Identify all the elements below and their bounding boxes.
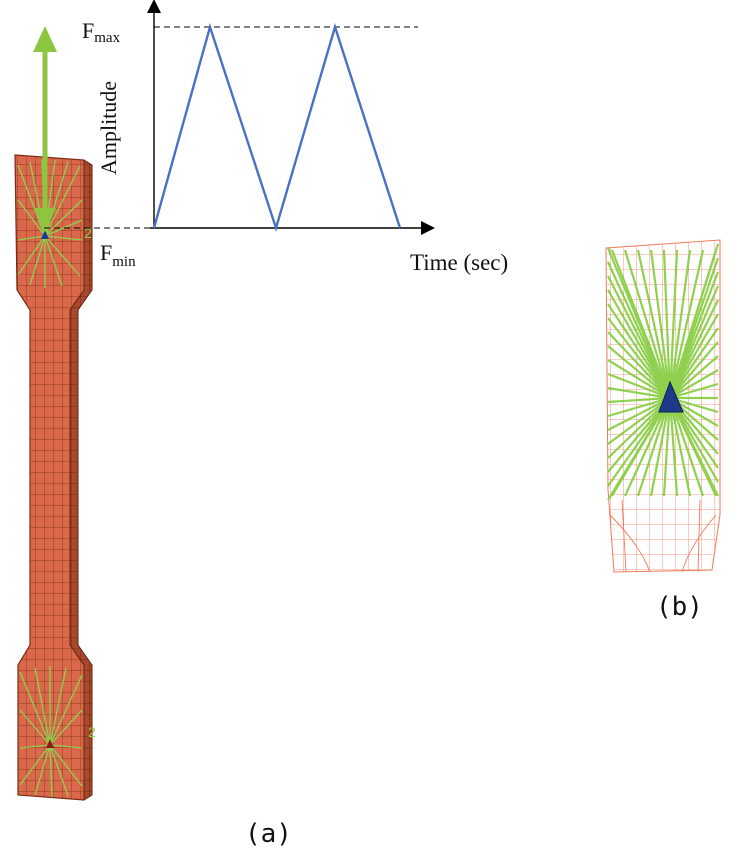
- coupling-ray: [607, 397, 671, 445]
- y-axis-label: Amplitude: [96, 81, 121, 175]
- coupling-ray: [607, 397, 671, 487]
- panel-a-caption: (a): [245, 819, 292, 849]
- coupling-ray: [669, 341, 719, 399]
- coupling-ray: [669, 397, 717, 497]
- coupling-ray: [669, 355, 719, 399]
- coupling-ray: [662, 397, 672, 497]
- coupling-ray: [668, 249, 705, 399]
- coupling-ray: [636, 397, 672, 497]
- coupling-ray: [669, 382, 719, 400]
- coupling-ray: [624, 397, 671, 497]
- coupling-ray: [607, 397, 671, 431]
- coupling-ray: [662, 249, 672, 399]
- coupling-ray: [607, 386, 671, 400]
- coupling-ray: [607, 331, 671, 399]
- triangular-load-waveform: [152, 22, 402, 233]
- coupling-ray: [649, 249, 672, 399]
- coupling-ray: [607, 289, 671, 399]
- grip-detail-wireframe: [605, 239, 721, 573]
- coupling-ray: [607, 397, 671, 459]
- coupling-ray: [623, 249, 672, 399]
- panel-b-caption: (b): [656, 592, 703, 622]
- top-reference-node-icon: [41, 230, 49, 239]
- coupling-ray: [607, 396, 671, 418]
- coupling-ray: [649, 397, 672, 497]
- specimen-front-face: [14, 154, 85, 801]
- coupling-ray: [668, 249, 679, 399]
- coupling-ray: [668, 249, 692, 399]
- coupling-ray: [669, 369, 719, 399]
- coupling-ray: [610, 249, 672, 399]
- coupling-ray: [668, 397, 692, 497]
- specimen-model: 2 2: [14, 26, 96, 801]
- coupling-ray: [607, 317, 671, 399]
- coupling-ray: [669, 313, 719, 399]
- waveform-plot: Fmax Fmin Amplitude Time (sec): [44, 0, 508, 275]
- bottom-grip-coupling: [19, 666, 83, 798]
- load-direction-arrow-icon: [33, 26, 57, 232]
- coupling-ray: [669, 327, 719, 399]
- reference-node-icon: [658, 380, 684, 413]
- coupling-ray: [668, 397, 705, 497]
- coupling-constraint-rays: [606, 243, 720, 501]
- coupling-ray: [607, 275, 671, 399]
- top-grip-node-label: 2: [84, 225, 92, 241]
- coupling-ray: [669, 299, 719, 399]
- coupling-ray: [668, 249, 718, 399]
- coupling-ray: [607, 303, 671, 399]
- x-axis-label: Time (sec): [410, 250, 508, 275]
- bottom-reference-node-icon: [46, 739, 54, 748]
- coupling-ray: [607, 396, 671, 404]
- fmax-label: Fmax: [82, 18, 121, 46]
- coupling-ray: [611, 397, 671, 497]
- fmin-label: Fmin: [100, 240, 136, 270]
- lower-mesh-lines: [609, 499, 717, 573]
- coupling-ray: [668, 397, 679, 497]
- coupling-ray: [607, 359, 671, 399]
- coupling-ray: [636, 249, 672, 399]
- bottom-grip-node-label: 2: [88, 724, 96, 740]
- coupling-ray: [607, 345, 671, 399]
- coupling-ray: [607, 372, 671, 400]
